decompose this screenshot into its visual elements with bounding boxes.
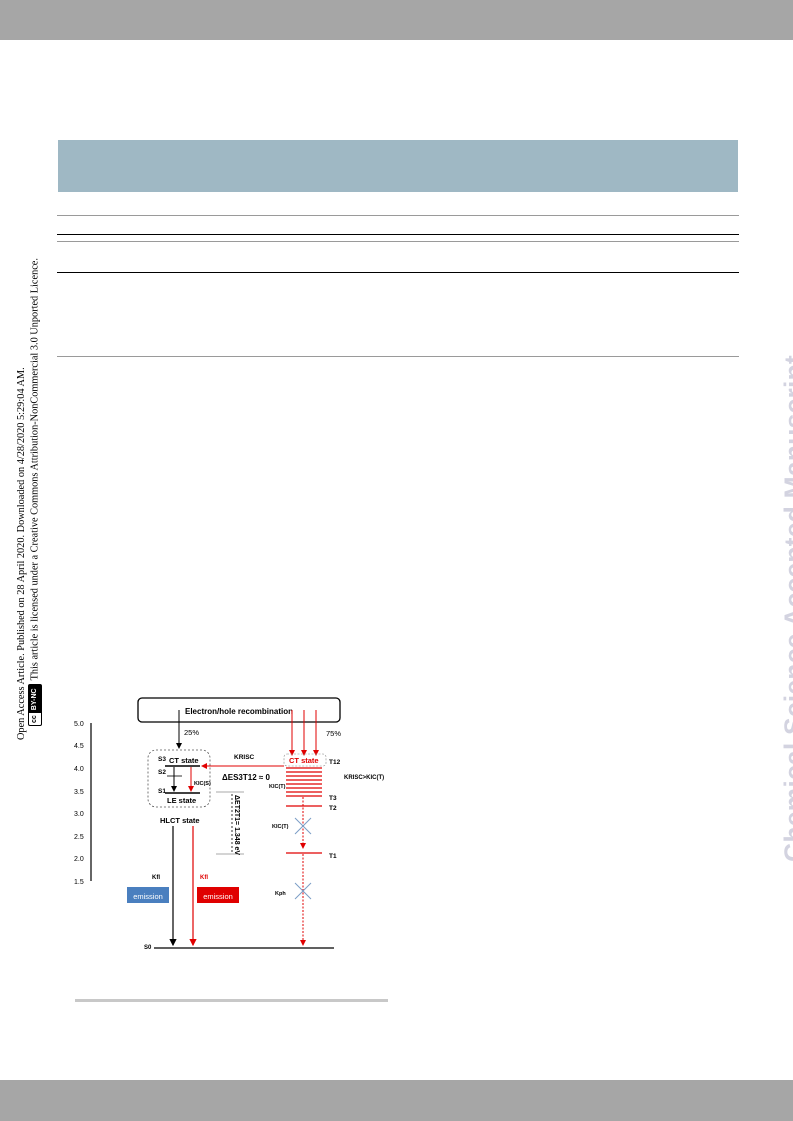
hlct-state-label: HLCT state — [160, 816, 200, 825]
emission-red-label: emission — [203, 892, 233, 901]
table-rule-2 — [57, 234, 739, 235]
forbidden-cross-icon — [294, 882, 312, 900]
table-rule-1 — [57, 215, 739, 216]
tick-label: 4.5 — [74, 743, 84, 750]
axis-ticks: 5.0 4.5 4.0 3.5 3.0 2.5 2.0 1.5 — [74, 721, 84, 886]
ct-state-right: CT state — [289, 756, 319, 765]
tick-label: 3.0 — [74, 811, 84, 818]
ct-state-left: CT state — [169, 756, 199, 765]
energy-level-diagram: Electron/hole recombination 25% 75% 5.0 … — [72, 690, 392, 970]
kph-label: Kph — [275, 891, 286, 897]
emission-blue-box — [127, 887, 169, 903]
t3-label: T3 — [329, 795, 337, 802]
table-rule-3 — [57, 241, 739, 242]
tick-label: 5.0 — [74, 721, 84, 728]
kic-s-label: KIC(S) — [194, 781, 211, 787]
t1-label: T1 — [329, 853, 337, 860]
notice-line-1: Open Access Article. Published on 28 Apr… — [16, 367, 27, 740]
recombination-box — [137, 697, 341, 723]
krisc-gt-kict: KRISC>KIC(T) — [344, 775, 384, 781]
jablonski-diagram-svg: Electron/hole recombination 25% 75% 5.0 … — [74, 697, 384, 951]
s1-label: S1 — [158, 788, 166, 795]
emission-red-box — [197, 887, 239, 903]
open-access-notice: Open Access Article. Published on 28 Apr… — [16, 180, 42, 740]
cc-badge-logo: cc — [31, 715, 38, 723]
delta-e-s3t12: ΔES3T12 ≈ 0 — [222, 773, 270, 782]
tick-label: 4.0 — [74, 766, 84, 773]
s0-label: S0 — [144, 945, 152, 951]
bync-badge-label: BY-NC — [29, 685, 41, 714]
recombination-label: Electron/hole recombination — [185, 707, 293, 716]
delta-e-t2t1: ΔET2T1= 1.348 eV — [233, 795, 240, 855]
le-state-label: LE state — [167, 796, 196, 805]
singlet-percentage: 25% — [184, 728, 199, 737]
licence-text[interactable]: This article is licensed under a Creativ… — [29, 258, 41, 681]
kfl-label: Kfl — [152, 875, 160, 881]
forbidden-cross-icon — [294, 817, 312, 835]
figure-bottom-rule — [75, 999, 388, 1002]
tick-label: 3.5 — [74, 789, 84, 796]
table-rule-4 — [57, 272, 739, 273]
krisc-label: KRISC — [234, 754, 255, 761]
table-rule-5 — [57, 356, 739, 357]
accepted-manuscript-watermark: Chemical Science Accepted Manuscript — [779, 355, 793, 862]
top-gray-bar — [0, 0, 793, 40]
cc-license-badge[interactable]: ccBY-NC — [28, 684, 42, 726]
bottom-gray-bar — [0, 1080, 793, 1121]
emission-blue-label: emission — [133, 892, 163, 901]
t2-label: T2 — [329, 805, 337, 812]
kic-t-lower: KIC(T) — [272, 824, 289, 830]
tick-label: 2.0 — [74, 856, 84, 863]
tick-label: 1.5 — [74, 879, 84, 886]
notice-line-2: ccBY-NC This article is licensed under a … — [28, 180, 42, 740]
kic-t-upper: KIC(T) — [269, 784, 286, 790]
triplet-percentage: 75% — [326, 729, 341, 738]
s2-label: S2 — [158, 769, 166, 776]
tick-label: 2.5 — [74, 834, 84, 841]
t12-label: T12 — [329, 759, 341, 766]
table-header-band — [58, 140, 738, 192]
kfl-red-label: Kfl — [200, 875, 208, 881]
triplet-manifold-lines — [286, 767, 322, 797]
s3-label: S3 — [158, 756, 166, 763]
